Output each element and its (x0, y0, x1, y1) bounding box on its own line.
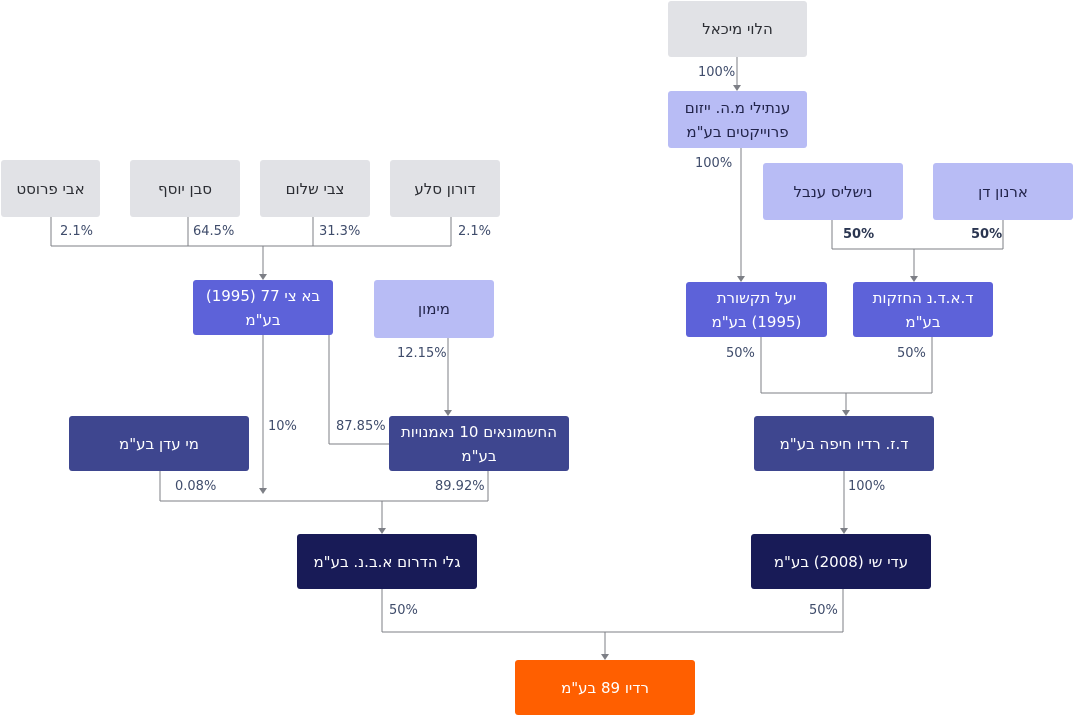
node-galei-hadarom: גלי הדרום א.ב.נ. בע"מ (297, 534, 477, 589)
node-tzvi-shalom: צבי שלום (260, 160, 370, 217)
node-adi-shai: עדי שי (2008) בע"מ (751, 534, 931, 589)
pct-mimon: 12.15% (397, 346, 447, 361)
pct-dz-adishai: 100% (848, 479, 886, 494)
node-saban-yosef: סבן יוסף (130, 160, 240, 217)
pct-avi-frost: 2.1% (60, 224, 94, 239)
pct-yael-dz: 50% (726, 346, 755, 361)
pct-dadn-dz: 50% (897, 346, 926, 361)
pct-hashmonaim-galei: 89.92% (435, 479, 485, 494)
pct-doron-sela: 2.1% (458, 224, 492, 239)
node-arnon-dan: ארנון דן (933, 163, 1073, 220)
node-enatili: ענתילי מ.ה. ייזום פרוייקטים בע"מ (668, 91, 807, 148)
node-mimon: מימון (374, 280, 494, 338)
node-batzi-77: בא צי 77 (1995) בע"מ (193, 280, 333, 335)
node-avi-frost: אבי פרוסט (1, 160, 100, 217)
pct-galei-radio89: 50% (389, 603, 418, 618)
node-nishlis-inbal: נישליס ענבל (763, 163, 903, 220)
pct-enatili-yael: 100% (695, 156, 733, 171)
pct-tzvi-shalom: 31.3% (319, 224, 361, 239)
pct-batzi-galei: 10% (268, 419, 297, 434)
pct-halevi-enatili: 100% (698, 65, 736, 80)
pct-nishlis-inbal: 50% (843, 227, 875, 242)
pct-saban-yosef: 64.5% (193, 224, 235, 239)
node-doron-sela: דורון סלע (390, 160, 500, 217)
node-halevi-michael: הלוי מיכאל (668, 1, 807, 57)
pct-batzi-hashmonaim: 87.85% (336, 419, 386, 434)
node-mi-eden: מי עדן בע"מ (69, 416, 249, 471)
node-yael-communications: יעל תקשורת (1995) בע"מ (686, 282, 827, 337)
pct-mi-eden: 0.08% (175, 479, 217, 494)
pct-adishai-radio89: 50% (809, 603, 838, 618)
node-hashmonaim-10: החשמונאים 10 נאמנויות בע"מ (389, 416, 569, 471)
node-radio-89: רדיו 89 בע"מ (515, 660, 695, 715)
pct-arnon-dan: 50% (971, 227, 1003, 242)
node-dadn-holdings: ד.א.ד.נ החזקות בע"מ (853, 282, 993, 337)
node-dz-radio-haifa: ד.ז. רדיו חיפה בע"מ (754, 416, 934, 471)
